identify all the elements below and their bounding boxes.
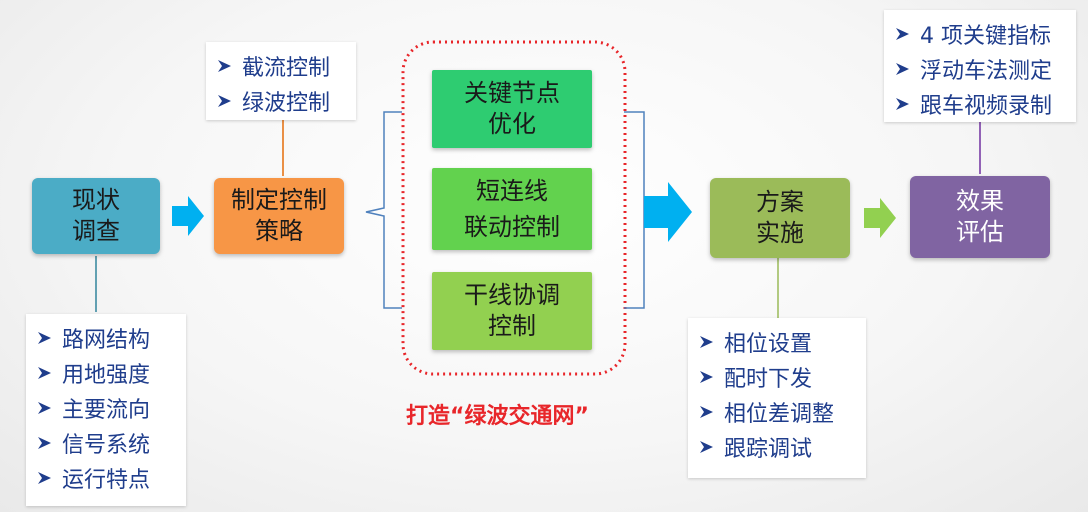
- strategy-item-list: 截流控制绿波控制: [216, 48, 346, 118]
- panel-survey-items: 路网结构用地强度主要流向信号系统运行特点: [26, 314, 186, 506]
- node-arterial-line-1: 干线协调: [464, 281, 560, 309]
- evaluate-item-list: 4 项关键指标浮动车法测定跟车视频录制: [894, 16, 1066, 121]
- list-item-label: 信号系统: [62, 432, 151, 458]
- node-survey-line-2: 调查: [72, 217, 120, 245]
- list-item: 截流控制: [216, 48, 346, 83]
- panel-implement-items: 相位设置配时下发相位差调整跟踪调试: [688, 318, 866, 478]
- chevron-arrow-icon: [896, 97, 909, 110]
- node-evaluate: 效果 评估: [910, 176, 1050, 258]
- list-item-label: 路网结构: [62, 327, 151, 353]
- chevron-arrow-icon: [38, 366, 51, 379]
- node-strategy: 制定控制 策略: [214, 178, 344, 254]
- list-item: 用地强度: [36, 355, 176, 390]
- panel-evaluate-items: 4 项关键指标浮动车法测定跟车视频录制: [884, 10, 1076, 122]
- list-item: 跟踪调试: [698, 429, 856, 464]
- list-item-label: 用地强度: [62, 362, 151, 388]
- node-key-nodes: 关键节点 优化: [432, 70, 592, 148]
- group-caption: 打造“绿波交通网”: [406, 404, 589, 429]
- list-item-label: 运行特点: [62, 467, 151, 493]
- list-item: 路网结构: [36, 320, 176, 355]
- implement-item-list: 相位设置配时下发相位差调整跟踪调试: [698, 324, 856, 464]
- list-item-label: 配时下发: [724, 366, 813, 392]
- node-strategy-line-2: 策略: [255, 217, 303, 245]
- node-implement-line-2: 实施: [756, 219, 804, 247]
- list-item-label: 浮动车法测定: [920, 58, 1053, 84]
- list-item: 主要流向: [36, 390, 176, 425]
- chevron-arrow-icon: [700, 405, 713, 418]
- node-short-link: 短连线 联动控制: [432, 168, 592, 250]
- chevron-arrow-icon: [38, 331, 51, 344]
- chevron-arrow-icon: [700, 440, 713, 453]
- list-item: 信号系统: [36, 425, 176, 460]
- list-item: 相位差调整: [698, 394, 856, 429]
- list-item: 运行特点: [36, 460, 176, 495]
- list-item: 绿波控制: [216, 83, 346, 118]
- node-survey: 现状 调查: [32, 178, 160, 254]
- list-item-label: 绿波控制: [242, 90, 331, 116]
- node-strategy-line-1: 制定控制: [231, 186, 327, 214]
- chevron-arrow-icon: [218, 59, 231, 72]
- node-short-link-line-1: 短连线: [476, 177, 548, 205]
- node-short-link-line-2: 联动控制: [464, 213, 560, 241]
- node-key-nodes-line-1: 关键节点: [464, 79, 560, 107]
- node-evaluate-line-1: 效果: [956, 187, 1004, 215]
- list-item-label: 相位设置: [724, 331, 813, 357]
- list-item: 配时下发: [698, 359, 856, 394]
- chevron-arrow-icon: [218, 94, 231, 107]
- node-key-nodes-line-2: 优化: [488, 110, 536, 138]
- list-item: 浮动车法测定: [894, 51, 1066, 86]
- chevron-arrow-icon: [896, 62, 909, 75]
- list-item-label: 主要流向: [62, 397, 151, 423]
- node-implement: 方案 实施: [710, 178, 850, 258]
- list-item: 相位设置: [698, 324, 856, 359]
- node-implement-line-1: 方案: [756, 188, 804, 216]
- list-item-label: 跟踪调试: [724, 436, 813, 462]
- list-item: 跟车视频录制: [894, 86, 1066, 121]
- chevron-arrow-icon: [38, 471, 51, 484]
- list-item-label: 相位差调整: [724, 401, 835, 427]
- panel-strategy-items: 截流控制绿波控制: [206, 42, 356, 120]
- node-evaluate-line-2: 评估: [956, 218, 1004, 246]
- arrow-group-to-implement: [644, 182, 692, 242]
- arrow-implement-to-evaluate: [864, 198, 896, 238]
- node-arterial: 干线协调 控制: [432, 272, 592, 350]
- chevron-arrow-icon: [700, 370, 713, 383]
- list-item-label: 截流控制: [242, 55, 331, 81]
- chevron-arrow-icon: [896, 27, 909, 40]
- chevron-arrow-icon: [38, 436, 51, 449]
- chevron-arrow-icon: [38, 401, 51, 414]
- right-brace: [624, 111, 645, 309]
- left-brace: [365, 111, 402, 309]
- list-item-label: 4 项关键指标: [920, 23, 1051, 49]
- node-survey-line-1: 现状: [72, 186, 120, 214]
- survey-item-list: 路网结构用地强度主要流向信号系统运行特点: [36, 320, 176, 495]
- arrow-survey-to-strategy: [172, 196, 204, 236]
- chevron-arrow-icon: [700, 335, 713, 348]
- list-item-label: 跟车视频录制: [920, 93, 1053, 119]
- node-arterial-line-2: 控制: [488, 312, 536, 340]
- list-item: 4 项关键指标: [894, 16, 1066, 51]
